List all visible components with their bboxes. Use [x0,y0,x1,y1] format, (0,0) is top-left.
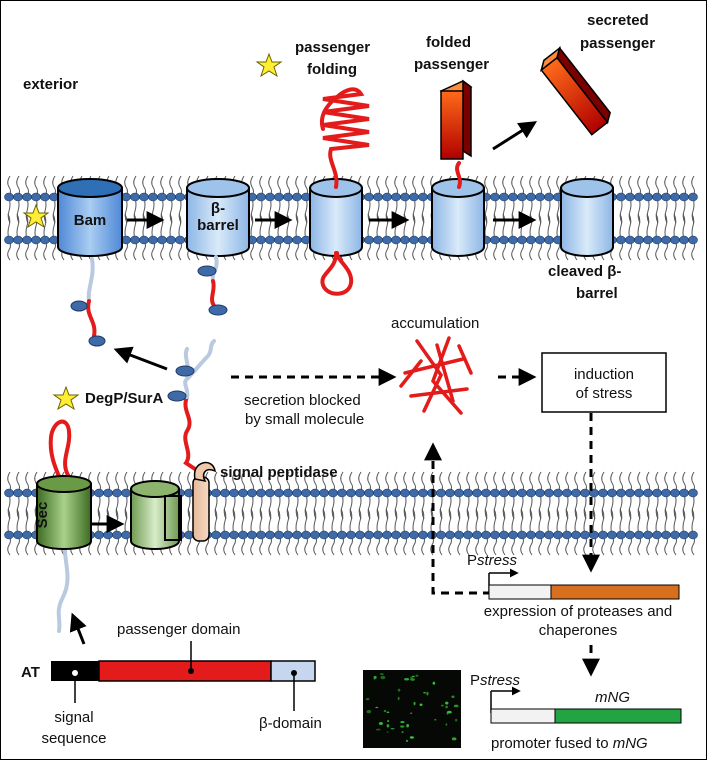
cleaved-beta-barrel [560,178,614,257]
degp-sura-label: DegP/SurA [85,390,164,407]
secreted-passenger-line1: secreted [587,12,649,29]
passenger-domain-label: passenger domain [117,621,240,638]
promoter-fused-label: promoter fused to mNG [491,735,648,752]
folded-passenger-block [439,79,473,160]
promoter-fused-gene: mNG [613,735,648,752]
secretion-blocked-line1: secretion blocked [244,392,361,409]
arrow-icon [492,121,538,151]
accumulated-aggregate [399,336,473,415]
secreted-passenger-line2: passenger [580,35,655,52]
at-construct-bar [51,641,316,711]
promoter-fused-text: promoter fused to [491,735,613,752]
expression-line2: chaperones [539,622,617,639]
expression-line1: expression of proteases and [484,603,672,620]
secretion-blocked-line2: by small molecule [245,411,364,428]
pstress-lower: Pstress [470,672,521,689]
bam-label: Bam [74,212,107,229]
signal-peptidase [192,461,216,542]
accumulation-label: accumulation [391,315,479,332]
mng-label: mNG [595,689,630,706]
induction-line2: of stress [576,385,633,402]
mng-reporter-construct [490,686,682,724]
sec-translocon: Sec [34,475,92,550]
induction-line1: induction [574,366,634,383]
sec-label: Sec [34,502,51,529]
fluorescence-micrograph [363,670,461,748]
passenger-folding-line2: folding [307,61,357,78]
bam-barrel: Bam [57,178,123,257]
signal-sequence-line2: sequence [41,730,106,747]
pstress-upper-p: P [467,552,477,569]
folded-passenger-line2: passenger [414,56,489,73]
dashed-arrows [231,368,600,677]
sec-translocon-open [130,480,182,550]
signal-sequence-line1: signal [54,709,93,726]
beta-barrel-3 [431,178,485,257]
signal-peptidase-label: signal peptidase [220,464,338,481]
pstress-lower-sub: stress [480,672,521,689]
protease-expression-construct [488,568,680,600]
passenger-folding-line1: passenger [295,39,370,56]
pstress-lower-p: P [470,672,480,689]
star-icon [22,52,283,411]
folded-passenger-line1: folded [426,34,471,51]
beta-barrel-1: β- barrel [186,178,250,257]
chaperone-dots [70,265,228,402]
cleaved-barrel-line1: cleaved β- [548,263,621,280]
beta-barrel-2 [309,178,363,257]
secreted-passenger-block [539,46,611,136]
beta-barrel-label-line2: barrel [197,217,239,234]
inner-membrane [4,471,698,556]
at-label: AT [21,664,40,681]
exterior-label: exterior [23,76,78,93]
stress-box [541,352,667,413]
beta-barrel-label-line1: β- [211,200,225,217]
cleaved-barrel-line2: barrel [576,285,618,302]
passenger-chains [48,87,462,633]
beta-domain-label: β-domain [259,715,322,732]
pstress-upper-sub: stress [477,552,518,569]
pstress-upper: Pstress [467,552,518,569]
arrow-icon [69,346,168,645]
